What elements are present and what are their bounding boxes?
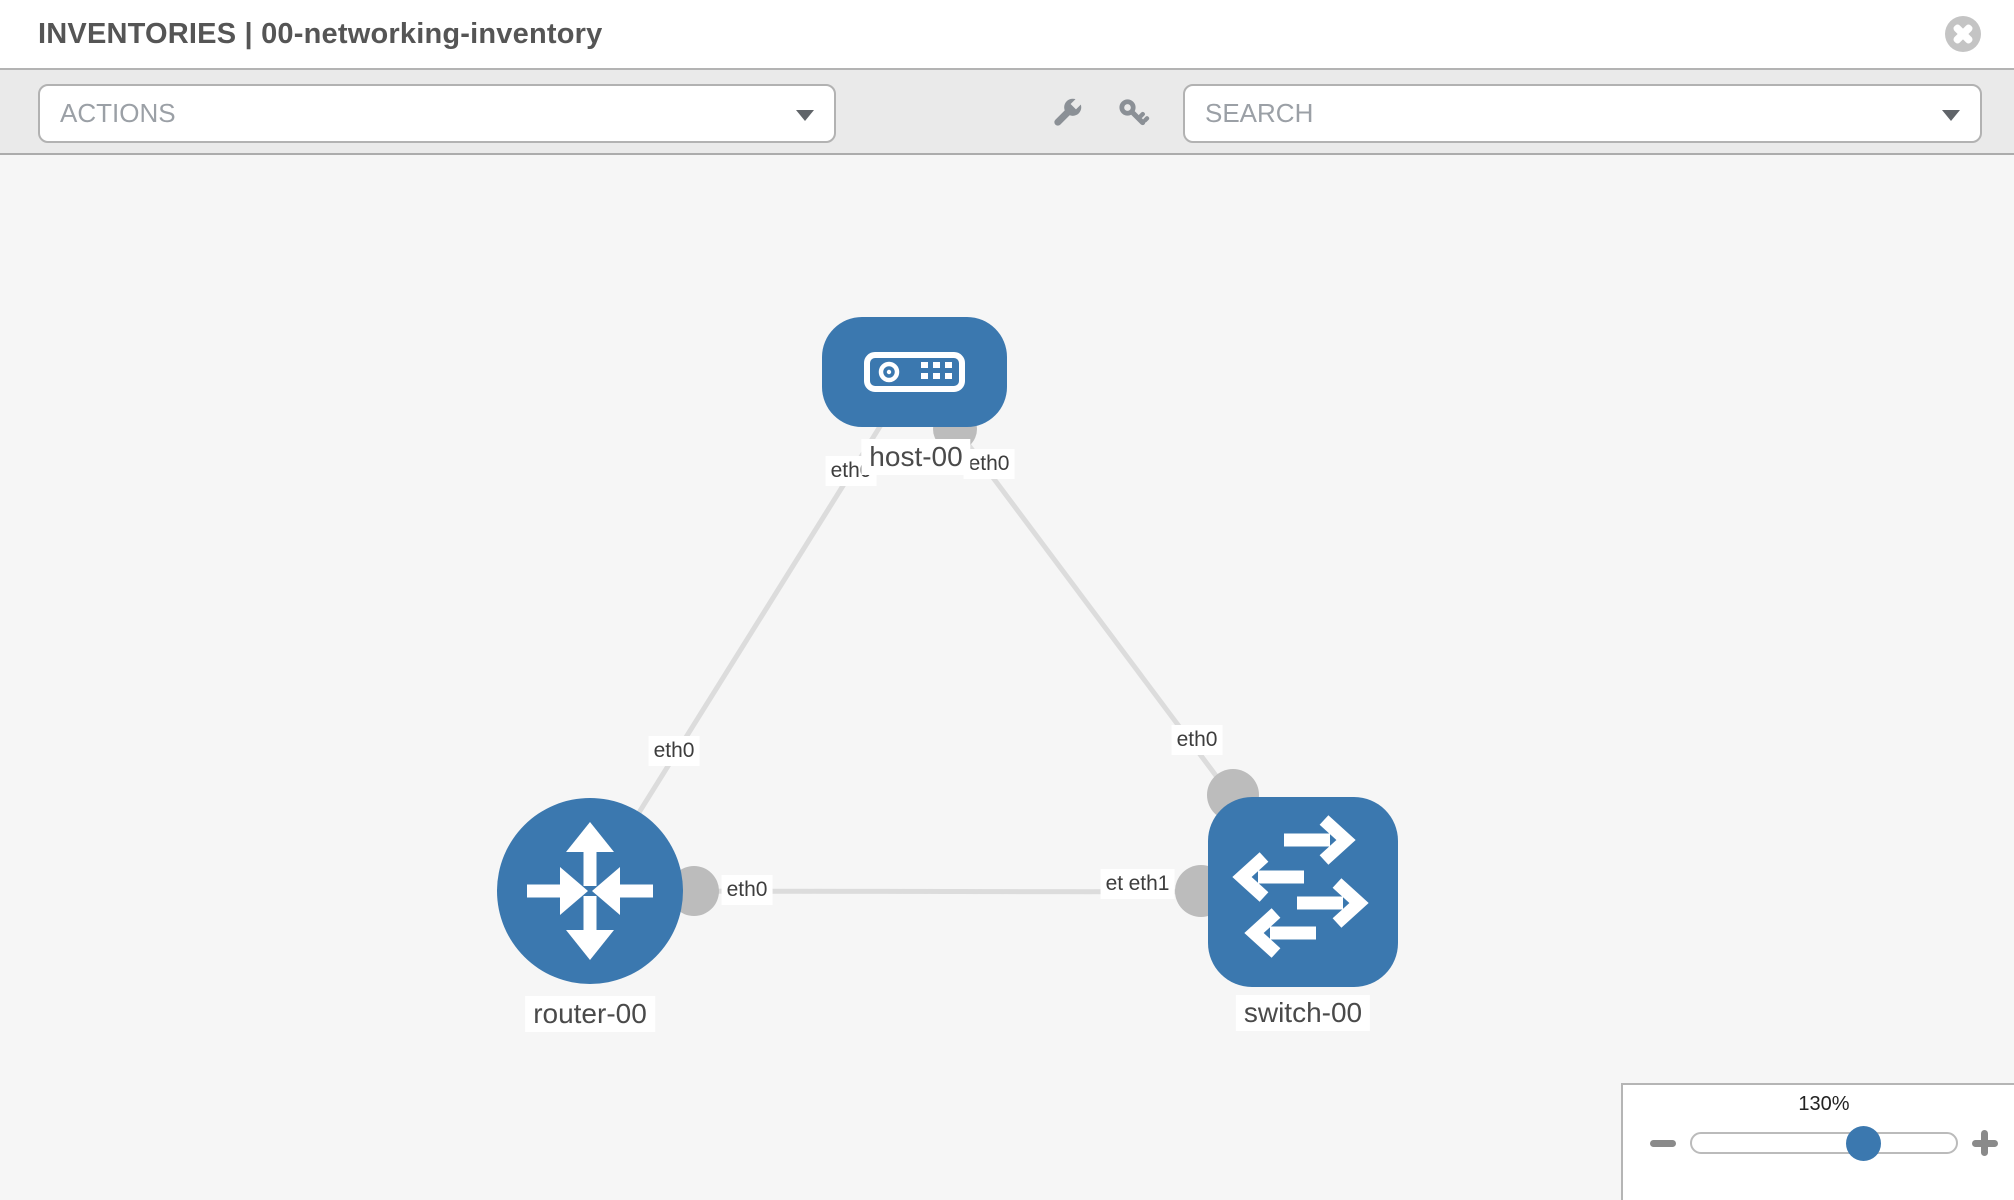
zoom-level: 130% (1798, 1093, 1850, 1115)
interface-label: eth0 (963, 449, 1015, 479)
topology-canvas[interactable]: eth0 eth0 eth0 eth0 eth0 eth0 eth1 host-… (0, 155, 2014, 1200)
key-icon (1119, 99, 1150, 126)
interface-label: eth0 (721, 875, 773, 905)
key-button[interactable] (1115, 95, 1153, 133)
minus-icon[interactable] (1650, 1140, 1676, 1147)
node-label-router: router-00 (525, 996, 655, 1032)
close-icon (1945, 16, 1981, 52)
router-icon (527, 822, 653, 960)
close-button[interactable] (1944, 15, 1982, 53)
interface-label: eth0 (648, 736, 700, 766)
switch-icon (1232, 815, 1369, 958)
node-label-switch: switch-00 (1235, 995, 1371, 1031)
zoom-slider-track[interactable] (1690, 1132, 1958, 1154)
wrench-button[interactable] (1047, 95, 1085, 133)
links-layer (587, 370, 1306, 917)
actions-dropdown-label: ACTIONS (60, 98, 176, 128)
toolbar: ACTIONS SEARCH (0, 70, 2014, 155)
plus-icon-bar (1981, 1130, 1988, 1156)
page-title: INVENTORIES | 00-networking-inventory (38, 18, 603, 50)
header-bar: INVENTORIES | 00-networking-inventory (0, 0, 2014, 70)
interface-label: eth0 (1171, 725, 1223, 755)
caret-down-icon (1942, 110, 1960, 121)
node-label-host: host-00 (861, 439, 971, 475)
interface-label: eth1 (1123, 869, 1175, 899)
server-icon (864, 352, 965, 392)
caret-down-icon (796, 110, 814, 121)
actions-dropdown[interactable]: ACTIONS (38, 84, 836, 143)
wrench-icon (1054, 97, 1083, 126)
node-switch[interactable] (1208, 797, 1398, 987)
zoom-slider-knob[interactable] (1846, 1126, 1881, 1161)
plus-icon[interactable] (1971, 1129, 1999, 1157)
node-router[interactable] (497, 798, 683, 984)
search-dropdown[interactable]: SEARCH (1183, 84, 1982, 143)
search-dropdown-label: SEARCH (1205, 98, 1314, 128)
node-host[interactable] (822, 317, 1007, 427)
zoom-widget: 130% (1621, 1083, 2014, 1200)
